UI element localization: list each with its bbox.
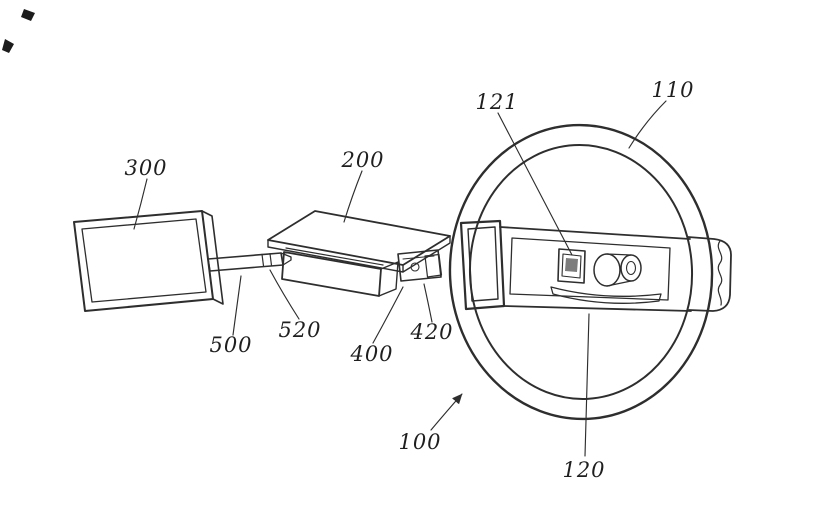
connector-body xyxy=(397,249,442,282)
leader-121 xyxy=(497,112,573,256)
column-protrusion xyxy=(687,236,732,312)
figure-linework xyxy=(73,100,732,457)
display-panel-inner xyxy=(81,218,207,303)
housing-body-right-face xyxy=(378,261,399,297)
hub-center-bracket-inner xyxy=(561,253,582,279)
housing-body-rim-line xyxy=(285,247,384,266)
hub-left-module-outer xyxy=(459,219,506,311)
leader-lines xyxy=(133,100,667,457)
ref-label-500: 500 xyxy=(209,333,252,357)
ref-label-200: 200 xyxy=(340,148,384,172)
ref-label-121: 121 xyxy=(475,90,518,114)
connector-port-circle xyxy=(410,262,420,272)
leader-400 xyxy=(372,286,404,344)
column-break-line xyxy=(717,240,723,306)
wheel-rim-outer xyxy=(448,123,714,421)
ref-label-420: 420 xyxy=(409,320,453,344)
leader-500 xyxy=(232,275,242,336)
hub-cylinder-bore xyxy=(625,260,637,276)
leader-520 xyxy=(269,269,300,320)
connector-seam-line xyxy=(402,255,435,260)
scan-speck-top-left xyxy=(21,9,35,21)
hub-center-bracket-core xyxy=(565,258,578,272)
leader-110 xyxy=(628,100,667,149)
ref-label-400: 400 xyxy=(349,342,393,366)
housing-lid-thickness xyxy=(267,235,451,273)
leader-100-arrow xyxy=(430,393,463,431)
hub-lower-band xyxy=(550,286,662,304)
ref-label-300: 300 xyxy=(124,156,167,180)
leader-300 xyxy=(133,178,148,230)
shaft-ring-marks xyxy=(261,253,273,267)
leader-200 xyxy=(343,170,363,223)
hub-cylinder-body-lines xyxy=(606,253,632,287)
shaft-tip xyxy=(280,252,292,266)
ref-label-100: 100 xyxy=(398,430,441,454)
ref-label-120: 120 xyxy=(562,458,605,482)
reference-labels: 110 121 300 200 500 520 400 420 100 120 xyxy=(124,78,694,482)
hub-center-bracket-outer xyxy=(557,248,586,284)
scan-speck-left-edge xyxy=(2,39,14,53)
display-panel-depth-edges xyxy=(201,210,224,305)
ref-label-110: 110 xyxy=(651,78,694,102)
hub-housing-top-edge xyxy=(499,226,691,240)
leader-420 xyxy=(423,283,433,323)
leader-120 xyxy=(584,313,590,457)
hub-housing-bottom-edge xyxy=(502,305,692,312)
connector-end-cap xyxy=(424,253,443,278)
ref-label-520: 520 xyxy=(278,318,321,342)
hub-inner-frame xyxy=(509,237,671,301)
hub-left-module-inner xyxy=(467,226,499,302)
